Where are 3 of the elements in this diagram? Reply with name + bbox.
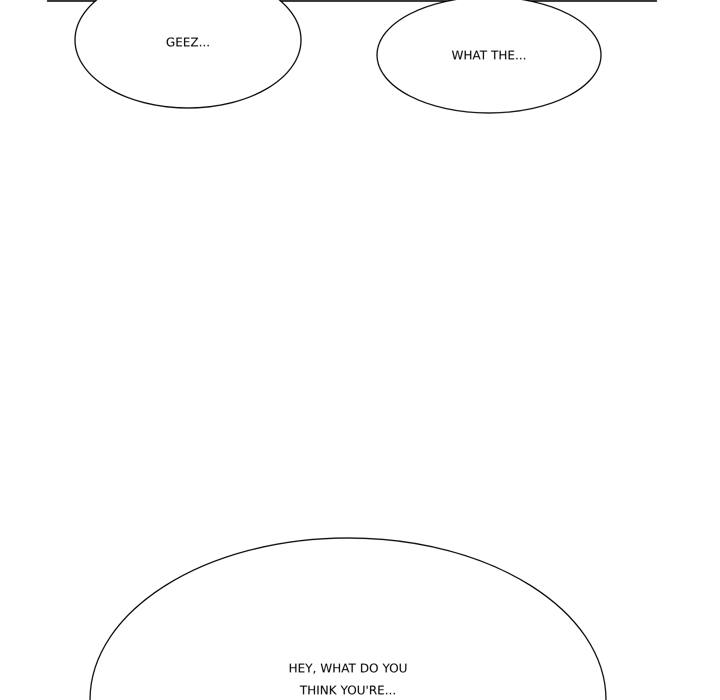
speech-bubble: WHAT THE... bbox=[376, 0, 602, 114]
speech-bubble: HEY, WHAT DO YOU THINK YOU'RE... bbox=[89, 537, 607, 700]
speech-bubble: GEEZ... bbox=[74, 0, 302, 109]
